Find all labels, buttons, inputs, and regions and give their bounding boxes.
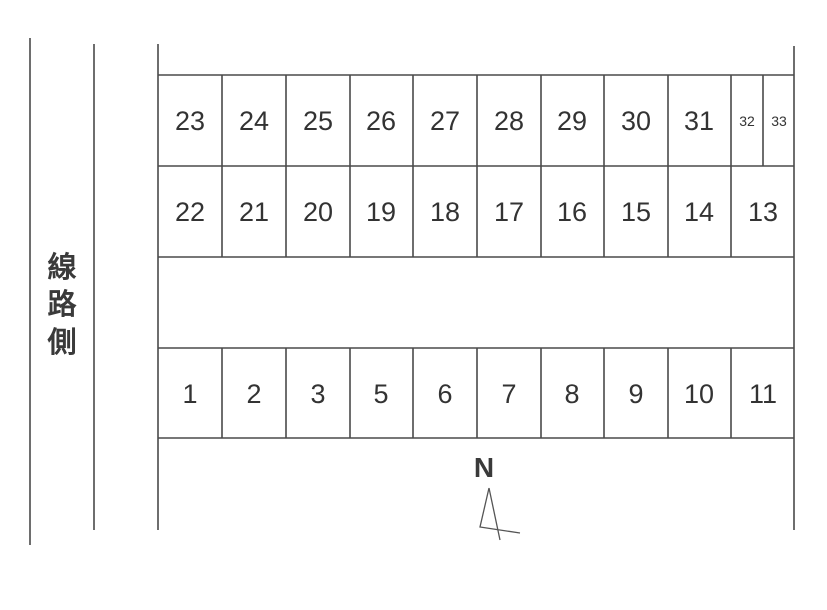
space-label[interactable]: 21 — [239, 197, 269, 227]
space-label[interactable]: 2 — [246, 379, 261, 409]
space-label[interactable]: 22 — [175, 197, 205, 227]
space-label[interactable]: 8 — [564, 379, 579, 409]
north-arrow-icon: N — [474, 452, 521, 541]
side-label-char: 路 — [47, 287, 77, 321]
space-label[interactable]: 16 — [557, 197, 587, 227]
space-label[interactable]: 23 — [175, 106, 205, 136]
space-label[interactable]: 13 — [748, 197, 778, 227]
space-label[interactable]: 3 — [310, 379, 325, 409]
space-label[interactable]: 30 — [621, 106, 651, 136]
railway-side-label: 線 路 側 — [46, 250, 77, 359]
row-middle: 22 21 20 19 18 17 16 15 14 13 — [175, 197, 778, 227]
space-label[interactable]: 26 — [366, 106, 396, 136]
side-label-char: 側 — [46, 325, 76, 359]
space-label[interactable]: 28 — [494, 106, 524, 136]
row-top: 23 24 25 26 27 28 29 30 31 32 33 — [175, 106, 787, 136]
space-label[interactable]: 14 — [684, 197, 714, 227]
space-label[interactable]: 25 — [303, 106, 333, 136]
space-label[interactable]: 5 — [373, 379, 388, 409]
space-label[interactable]: 32 — [739, 113, 755, 129]
space-label[interactable]: 9 — [628, 379, 643, 409]
space-dividers — [221, 75, 764, 438]
space-label[interactable]: 31 — [684, 106, 714, 136]
space-label[interactable]: 20 — [303, 197, 333, 227]
space-label[interactable]: 27 — [430, 106, 460, 136]
space-label[interactable]: 1 — [182, 379, 197, 409]
side-label-char: 線 — [47, 250, 76, 284]
space-label[interactable]: 17 — [494, 197, 524, 227]
row-bottom: 1 2 3 5 6 7 8 9 10 11 — [182, 379, 777, 409]
space-label[interactable]: 24 — [239, 106, 269, 136]
space-label[interactable]: 6 — [437, 379, 452, 409]
space-label[interactable]: 10 — [684, 379, 714, 409]
space-label[interactable]: 11 — [749, 379, 777, 409]
space-label[interactable]: 7 — [501, 379, 516, 409]
north-label: N — [474, 452, 494, 483]
space-label[interactable]: 19 — [366, 197, 396, 227]
space-label[interactable]: 15 — [621, 197, 651, 227]
space-label[interactable]: 33 — [771, 113, 787, 129]
north-arrow-needle — [479, 487, 521, 541]
space-label[interactable]: 18 — [430, 197, 460, 227]
space-label[interactable]: 29 — [557, 106, 587, 136]
